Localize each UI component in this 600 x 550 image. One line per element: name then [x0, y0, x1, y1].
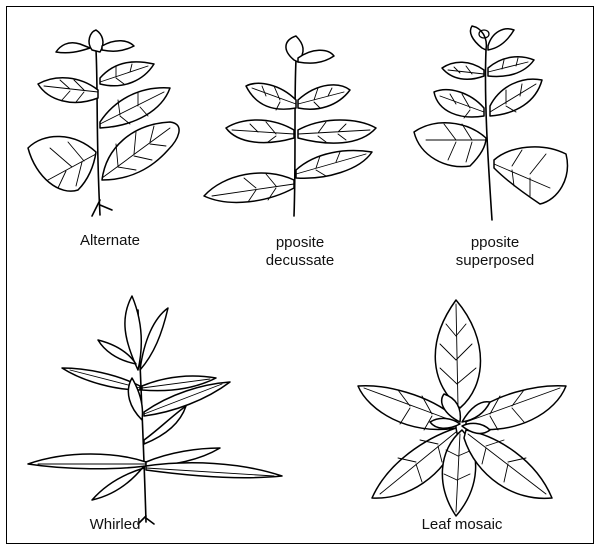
opposite-superposed-plant-drawing: [410, 20, 580, 220]
caption-leaf-mosaic-line-1: Leaf mosaic: [352, 516, 572, 534]
caption-whirled-line-1: Whirled: [20, 516, 210, 534]
caption-opposite-decussate: pposite decussate: [200, 234, 400, 270]
panel-alternate: Alternate: [20, 20, 200, 260]
panel-opposite-superposed: pposite superposed: [410, 20, 580, 280]
panel-opposite-decussate: pposite decussate: [200, 20, 400, 280]
caption-whirled: Whirled: [20, 516, 210, 534]
caption-alternate: Alternate: [20, 232, 200, 250]
opposite-decussate-plant-drawing: [200, 20, 400, 220]
panel-leaf-mosaic: Leaf mosaic: [352, 290, 572, 540]
caption-leaf-mosaic: Leaf mosaic: [352, 516, 572, 534]
caption-opposite-decussate-line-1: pposite: [200, 234, 400, 252]
panel-whirled: Whirled: [20, 290, 300, 540]
whirled-plant-drawing: [20, 290, 300, 530]
alternate-plant-drawing: [20, 20, 200, 220]
caption-opposite-decussate-line-2: decussate: [200, 252, 400, 270]
caption-opposite-superposed-line-1: pposite: [410, 234, 580, 252]
caption-opposite-superposed-line-2: superposed: [410, 252, 580, 270]
caption-alternate-line-1: Alternate: [20, 232, 200, 250]
leaf-mosaic-drawing: [352, 290, 572, 520]
caption-opposite-superposed: pposite superposed: [410, 234, 580, 270]
